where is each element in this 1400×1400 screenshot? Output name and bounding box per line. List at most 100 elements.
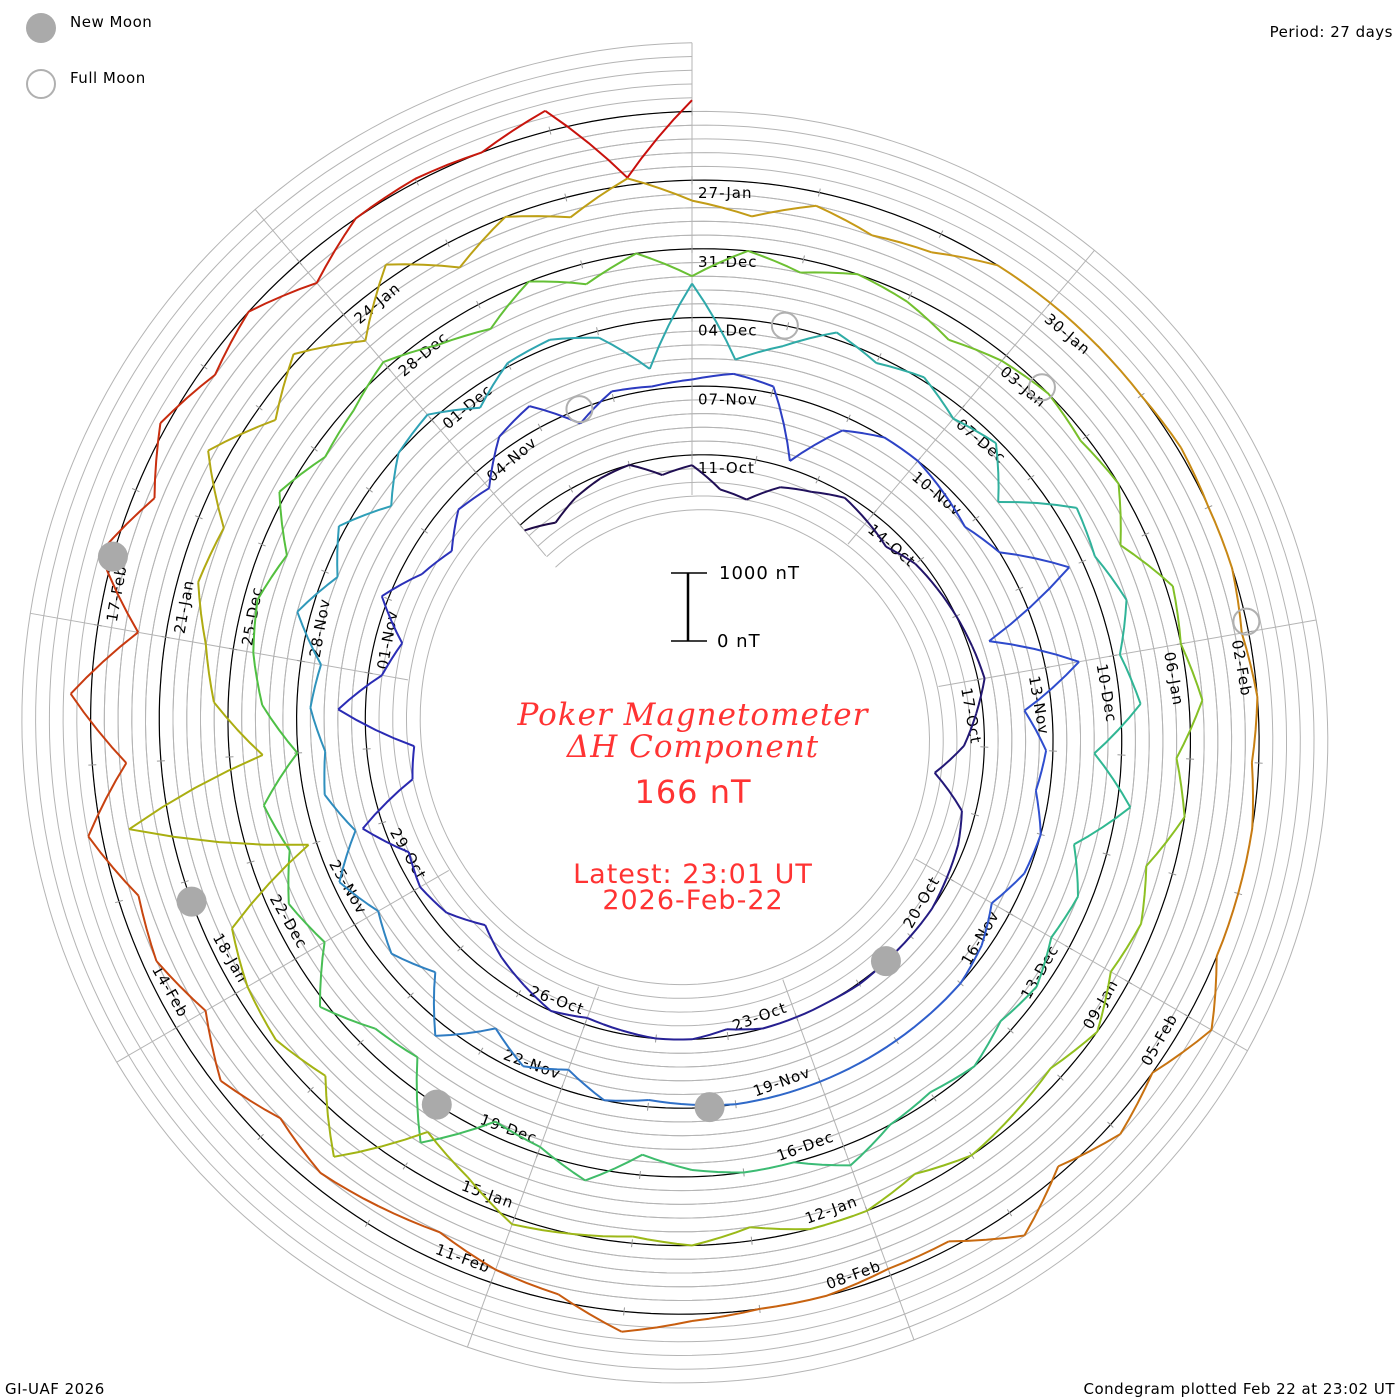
day-tick <box>307 1086 314 1093</box>
trace-segment <box>450 509 460 552</box>
day-tick <box>1184 1013 1192 1019</box>
trace-segment <box>923 376 955 420</box>
trace-segment <box>505 215 571 219</box>
day-tick <box>1082 433 1090 440</box>
day-tick <box>93 624 102 627</box>
trace-segment <box>69 631 139 695</box>
trace-segment <box>407 851 422 888</box>
trace-segment <box>584 1153 643 1182</box>
day-tick <box>291 956 299 962</box>
trace-segment <box>914 1154 973 1175</box>
new-moon-marker <box>176 886 207 917</box>
trace-segment <box>262 805 291 851</box>
trace-segment <box>1140 394 1182 449</box>
trace-segment <box>336 526 340 578</box>
trace-segment <box>1231 568 1243 634</box>
trace-segment <box>252 652 264 706</box>
day-tick <box>907 291 913 300</box>
chart-title: Poker Magnetometer <box>517 697 869 733</box>
latest-date: 2026-Feb-22 <box>602 885 784 916</box>
trace-segment <box>457 487 490 511</box>
trace-segment <box>876 362 925 379</box>
trace-segment <box>929 982 962 1015</box>
trace-segment <box>458 216 507 269</box>
trace-segment <box>500 956 525 986</box>
trace-segment <box>1023 661 1080 712</box>
trace-segment <box>866 1173 916 1212</box>
trace-segment <box>895 1013 931 1042</box>
trace-segment <box>522 1065 569 1071</box>
trace-segment <box>252 599 259 653</box>
day-tick <box>583 1020 587 1029</box>
day-tick <box>312 840 321 845</box>
day-tick <box>877 353 882 361</box>
trace-segment <box>309 707 327 752</box>
day-tick <box>200 363 208 370</box>
day-tick <box>340 311 347 319</box>
trace-segment <box>952 417 997 445</box>
trace-segment <box>632 1235 693 1247</box>
trace-segment <box>691 249 749 277</box>
trace-segment <box>197 582 207 645</box>
day-tick <box>914 457 921 465</box>
day-tick <box>846 414 851 423</box>
trace-segment <box>857 273 908 303</box>
date-label: 11-Feb <box>433 1240 493 1276</box>
trace-segment <box>691 372 734 381</box>
day-tick <box>855 979 862 987</box>
day-tick <box>802 255 805 264</box>
radial-grid-lines <box>30 42 1317 1348</box>
trace-segment <box>554 497 577 524</box>
trace-segment <box>691 1226 751 1247</box>
trace-segment <box>746 486 781 501</box>
day-tick <box>229 647 238 651</box>
day-tick <box>407 992 414 999</box>
trace-segment <box>1210 956 1218 1031</box>
trace-segment <box>159 374 216 424</box>
trace-segment <box>719 488 748 501</box>
trace-segment <box>155 960 207 1012</box>
trace-segment <box>825 1268 889 1297</box>
radial-grid-line <box>847 250 1095 545</box>
trace-segment <box>364 264 387 341</box>
day-tick <box>384 363 391 371</box>
trace-segment <box>381 642 404 676</box>
day-tick <box>410 887 418 893</box>
trace-segment <box>1171 585 1182 644</box>
trace-segment <box>691 1307 760 1322</box>
trace-segment <box>274 353 295 421</box>
trace-segment <box>964 525 1001 554</box>
trace-segment <box>980 902 993 946</box>
trace-segment <box>435 1027 496 1037</box>
day-tick <box>559 1084 564 1093</box>
trace-segment <box>1075 507 1096 557</box>
day-tick <box>1057 1074 1064 1081</box>
trace-segment <box>750 1226 811 1231</box>
radial-grid-line <box>915 858 1248 1052</box>
trace-segment <box>361 778 414 830</box>
trace-segment <box>1119 1072 1154 1135</box>
day-tick <box>870 510 877 517</box>
trace-segment <box>337 708 415 748</box>
day-tick <box>1244 630 1253 634</box>
radial-grid-line <box>254 209 547 557</box>
trace-segment <box>213 701 264 756</box>
trace-segment <box>889 1091 931 1126</box>
date-label: 24-Jan <box>351 279 404 328</box>
trace-segment <box>811 490 845 499</box>
radial-grid-line <box>466 986 600 1348</box>
day-tick <box>580 260 584 269</box>
day-tick <box>1078 559 1087 564</box>
day-tick <box>478 1047 484 1055</box>
trace-segment <box>1215 893 1240 957</box>
trace-segment <box>842 429 885 439</box>
day-tick <box>841 1142 846 1151</box>
trace-segment <box>337 674 383 711</box>
day-tick <box>1027 474 1035 481</box>
trace-segment <box>1117 483 1122 546</box>
legend-full-moon-label: Full Moon <box>70 69 146 87</box>
day-tick <box>1005 910 1014 916</box>
day-tick <box>321 569 329 574</box>
trace-segment <box>1023 834 1042 874</box>
